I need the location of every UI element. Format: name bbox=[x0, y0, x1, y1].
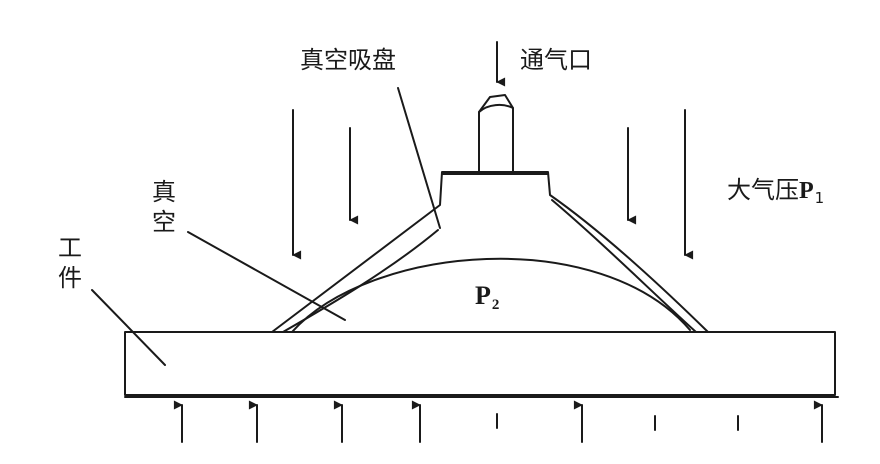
inner-symbol: P bbox=[475, 281, 491, 310]
inner-subscript: 2 bbox=[491, 297, 500, 313]
label-vent-port: 通气口 bbox=[520, 46, 592, 74]
label-atmospheric-pressure: 大气压P1 bbox=[727, 178, 824, 206]
atmosphere-text: 大气压 bbox=[727, 176, 799, 204]
suction-cup-outer-edge bbox=[271, 171, 709, 333]
leader-vacuum bbox=[187, 231, 346, 321]
leader-suction-cup bbox=[397, 87, 441, 229]
vacuum-dome bbox=[291, 257, 691, 333]
leader-workpiece bbox=[91, 289, 166, 366]
label-vacuum: 真 空 bbox=[152, 180, 176, 234]
suction-cup-inner-edge-right bbox=[551, 199, 697, 333]
workpiece-char-1: 工 bbox=[58, 234, 82, 262]
workpiece-plate bbox=[124, 331, 836, 396]
suction-cup-inner-edge bbox=[282, 229, 439, 333]
atmosphere-subscript: 1 bbox=[814, 189, 825, 207]
label-inner-pressure: P2 bbox=[475, 283, 499, 313]
workpiece-char-2: 件 bbox=[58, 264, 82, 292]
label-suction-cup: 真空吸盘 bbox=[300, 46, 396, 74]
atmosphere-symbol: P bbox=[799, 178, 814, 204]
vent-stem-top bbox=[478, 103, 514, 113]
vent-stem bbox=[478, 94, 514, 173]
label-workpiece: 工 件 bbox=[58, 236, 82, 290]
vacuum-char-2: 空 bbox=[152, 208, 176, 236]
vacuum-char-1: 真 bbox=[152, 178, 176, 206]
